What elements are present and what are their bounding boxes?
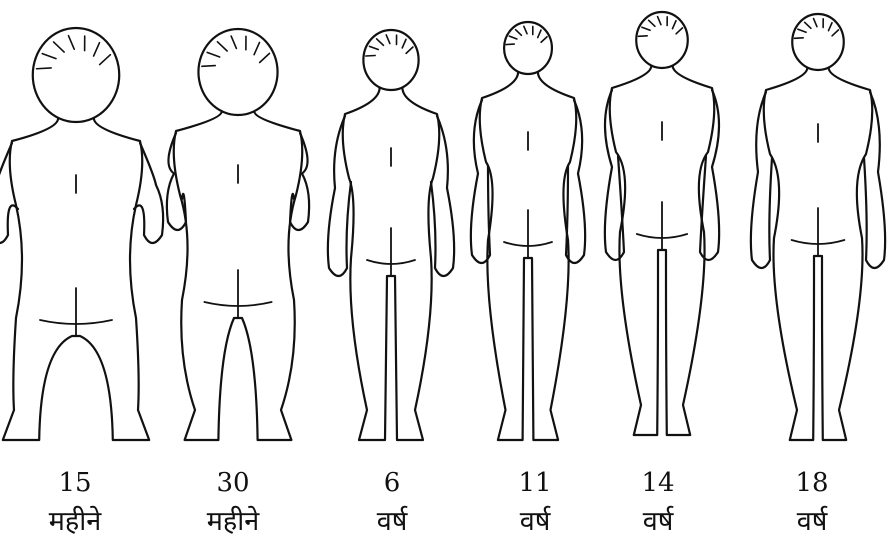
stage-unit-label: वर्ष	[332, 508, 452, 535]
figure-2	[167, 29, 309, 440]
hair-stroke	[649, 20, 655, 26]
hair-stroke	[369, 46, 378, 49]
head	[33, 28, 119, 122]
hair-stroke	[541, 37, 547, 42]
hair-stroke	[524, 26, 527, 33]
stage-age-label: 18	[752, 470, 872, 500]
hair-stroke	[217, 42, 227, 51]
figure-4	[471, 22, 585, 440]
right-arm	[700, 90, 719, 260]
hair-stroke	[254, 42, 259, 54]
caption-stage-3: 6 वर्ष	[332, 470, 452, 535]
hair-stroke	[100, 55, 111, 65]
stage-age-label: 6	[332, 470, 452, 500]
hair-stroke	[672, 21, 676, 29]
hair-stroke	[42, 54, 56, 59]
hair-stroke	[828, 23, 832, 31]
hair-stroke	[814, 19, 817, 27]
head	[636, 12, 688, 68]
hair-stroke	[642, 27, 650, 30]
hair-stroke	[402, 39, 406, 48]
caption-stage-4: 11 वर्ष	[475, 470, 595, 535]
hair-stroke	[37, 68, 52, 69]
head	[363, 30, 418, 90]
head	[198, 29, 277, 115]
hair-stroke	[366, 55, 375, 56]
hair-stroke	[798, 29, 806, 32]
hair-stroke	[202, 66, 215, 67]
right-arm	[431, 116, 454, 276]
caption-stage-6: 18 वर्ष	[752, 470, 872, 535]
caption-stage-1: 15 महीने	[15, 470, 135, 535]
hair-stroke	[516, 30, 522, 36]
right-arm	[864, 92, 885, 268]
hair-stroke	[805, 22, 811, 28]
hair-stroke	[658, 17, 661, 25]
torso-and-legs	[3, 118, 149, 440]
stage-age-label: 14	[598, 470, 718, 500]
hair-stroke	[69, 36, 75, 49]
caption-stage-5: 14 वर्ष	[598, 470, 718, 535]
left-arm	[605, 90, 624, 260]
hair-stroke	[509, 36, 517, 39]
figure-1	[0, 28, 163, 440]
figure-3	[328, 30, 454, 440]
hair-stroke	[260, 53, 270, 62]
head	[792, 14, 844, 70]
stage-unit-label: महीने	[15, 508, 135, 535]
caption-stage-2: 30 महीने	[173, 470, 293, 535]
hair-stroke	[406, 47, 413, 53]
figures-layer	[0, 12, 885, 440]
hair-stroke	[94, 43, 100, 56]
left-arm	[751, 92, 772, 268]
hair-stroke	[538, 30, 541, 37]
hair-stroke	[676, 28, 682, 34]
left-arm	[328, 116, 351, 276]
hair-stroke	[386, 35, 390, 44]
stage-unit-label: महीने	[173, 508, 293, 535]
hair-stroke	[231, 36, 236, 48]
stage-unit-label: वर्ष	[475, 508, 595, 535]
stage-unit-label: वर्ष	[598, 508, 718, 535]
stage-age-label: 15	[15, 470, 135, 500]
hair-stroke	[207, 52, 220, 57]
hair-stroke	[377, 39, 384, 45]
figure-5	[605, 12, 719, 435]
stage-unit-label: वर्ष	[752, 508, 872, 535]
hair-stroke	[832, 30, 838, 36]
head	[504, 22, 552, 74]
stage-age-label: 11	[475, 470, 595, 500]
hair-stroke	[54, 42, 65, 52]
stage-age-label: 30	[173, 470, 293, 500]
figure-6	[751, 14, 885, 440]
